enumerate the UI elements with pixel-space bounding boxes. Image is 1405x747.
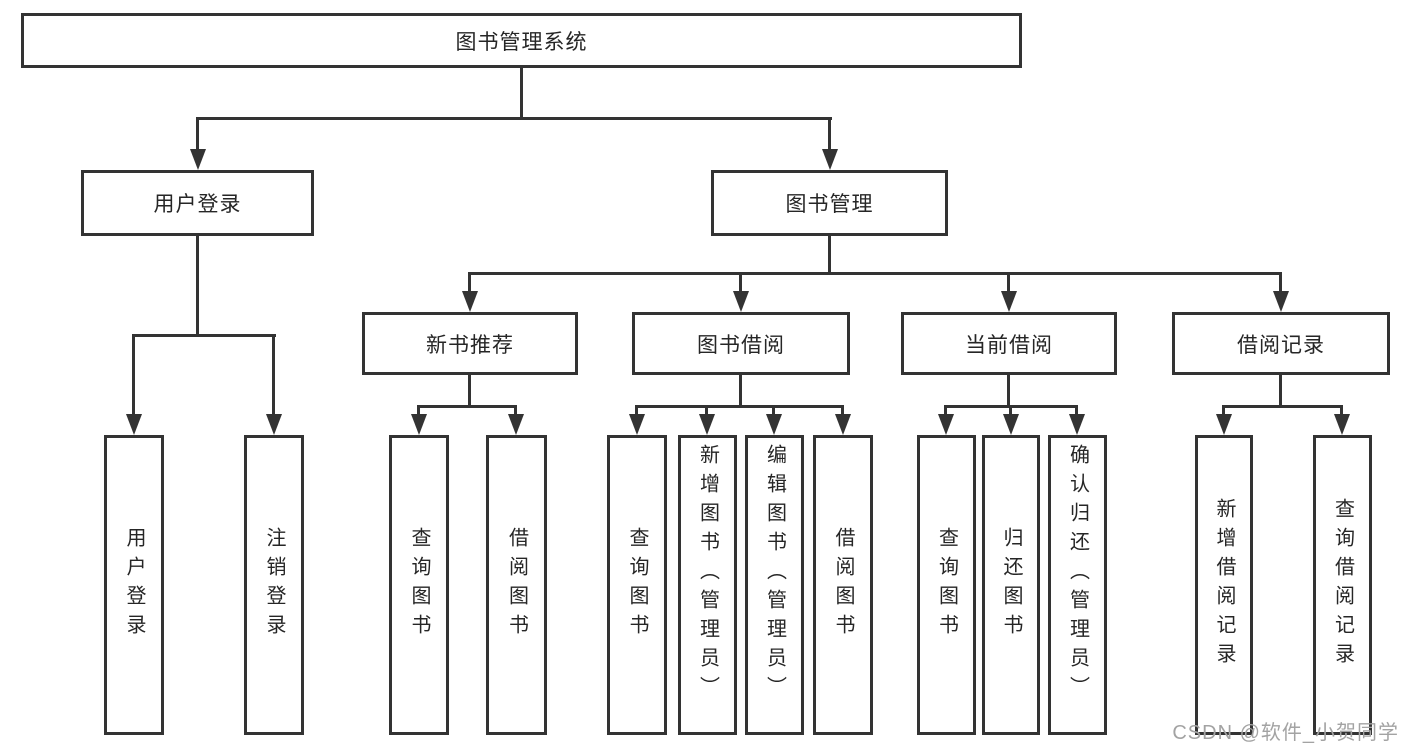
arrow-down-icon — [629, 414, 645, 435]
watermark-text: CSDN @软件_小贺同学 — [1172, 722, 1399, 744]
connector-line — [468, 375, 471, 407]
leaf-add-borrow-record-label: 新增借阅记录 — [1213, 498, 1235, 672]
box-current-borrowing-label: 当前借阅 — [965, 333, 1053, 357]
box-book-management: 图书管理 — [711, 170, 948, 236]
box-user-login: 用户登录 — [81, 170, 314, 236]
leaf-add-borrow-record: 新增借阅记录 — [1195, 435, 1253, 735]
box-book-management-label: 图书管理 — [785, 193, 874, 216]
arrow-down-icon — [733, 291, 749, 312]
leaf-user-login: 用户登录 — [104, 435, 164, 735]
box-library-system: 图书管理系统 — [21, 13, 1022, 68]
leaf-query-books-recommend-label: 查询图书 — [408, 527, 430, 643]
connector-line — [828, 236, 831, 274]
leaf-query-books-borrowing-label: 查询图书 — [626, 527, 648, 643]
arrow-down-icon — [266, 414, 282, 435]
arrow-down-icon — [126, 414, 142, 435]
arrow-down-icon — [190, 149, 206, 170]
connector-line — [196, 117, 832, 120]
connector-line — [468, 272, 471, 293]
connector-line — [1007, 272, 1010, 293]
leaf-query-borrow-record: 查询借阅记录 — [1313, 435, 1372, 735]
box-user-login-label: 用户登录 — [153, 193, 242, 216]
connector-line — [1279, 272, 1282, 293]
box-current-borrowing: 当前借阅 — [901, 312, 1117, 375]
box-new-book-recommend-label: 新书推荐 — [426, 333, 514, 357]
connector-line — [772, 405, 775, 416]
connector-line — [514, 405, 517, 416]
leaf-query-books-recommend: 查询图书 — [389, 435, 449, 735]
connector-line — [417, 405, 420, 416]
arrow-down-icon — [1001, 291, 1017, 312]
connector-line — [1007, 375, 1010, 407]
connector-line — [944, 405, 947, 416]
leaf-edit-book-admin: 编辑图书（管理员） — [745, 435, 804, 735]
arrow-down-icon — [822, 149, 838, 170]
connector-line — [468, 272, 1282, 275]
leaf-add-book-admin-label: 新增图书（管理员） — [696, 444, 719, 705]
connector-line — [739, 272, 742, 293]
connector-line — [1222, 405, 1225, 416]
connector-line — [1009, 405, 1012, 416]
connector-line — [635, 405, 638, 416]
arrow-down-icon — [1273, 291, 1289, 312]
connector-line — [1075, 405, 1078, 416]
connector-line — [196, 236, 199, 336]
box-borrowing-records: 借阅记录 — [1172, 312, 1390, 375]
arrow-down-icon — [1216, 414, 1232, 435]
leaf-return-books: 归还图书 — [982, 435, 1040, 735]
leaf-add-book-admin: 新增图书（管理员） — [678, 435, 737, 735]
box-book-borrowing: 图书借阅 — [632, 312, 850, 375]
leaf-confirm-return-admin: 确认归还（管理员） — [1048, 435, 1107, 735]
connector-line — [520, 68, 523, 118]
arrow-down-icon — [1003, 414, 1019, 435]
connector-line — [705, 405, 708, 416]
arrow-down-icon — [508, 414, 524, 435]
connector-line — [132, 334, 276, 337]
leaf-query-books-borrowing: 查询图书 — [607, 435, 667, 735]
box-borrowing-records-label: 借阅记录 — [1237, 333, 1325, 357]
connector-line — [739, 375, 742, 407]
arrow-down-icon — [835, 414, 851, 435]
leaf-query-books-current: 查询图书 — [917, 435, 976, 735]
arrow-down-icon — [699, 414, 715, 435]
arrow-down-icon — [1069, 414, 1085, 435]
arrow-down-icon — [411, 414, 427, 435]
connector-line — [132, 334, 135, 416]
arrow-down-icon — [766, 414, 782, 435]
connector-line — [828, 117, 831, 151]
leaf-user-login-label: 用户登录 — [123, 527, 145, 643]
box-library-system-label: 图书管理系统 — [455, 30, 588, 54]
leaf-confirm-return-admin-label: 确认归还（管理员） — [1066, 444, 1089, 705]
arrow-down-icon — [1334, 414, 1350, 435]
connector-line — [841, 405, 844, 416]
leaf-borrow-books-recommend-label: 借阅图书 — [505, 527, 528, 643]
connector-line — [417, 405, 517, 408]
arrow-down-icon — [938, 414, 954, 435]
leaf-query-books-current-label: 查询图书 — [935, 527, 958, 643]
leaf-borrow-books-borrowing-label: 借阅图书 — [832, 527, 854, 643]
connector-line — [1279, 375, 1282, 407]
arrow-down-icon — [462, 291, 478, 312]
connector-line — [1222, 405, 1343, 408]
box-book-borrowing-label: 图书借阅 — [697, 333, 785, 357]
connector-line — [196, 117, 199, 151]
connector-line — [635, 405, 844, 408]
leaf-query-borrow-record-label: 查询借阅记录 — [1331, 498, 1354, 672]
box-new-book-recommend: 新书推荐 — [362, 312, 578, 375]
connector-line — [1340, 405, 1343, 416]
leaf-logout-label: 注销登录 — [263, 527, 285, 643]
leaf-edit-book-admin-label: 编辑图书（管理员） — [763, 444, 786, 705]
leaf-return-books-label: 归还图书 — [1000, 527, 1022, 643]
leaf-logout: 注销登录 — [244, 435, 304, 735]
leaf-borrow-books-recommend: 借阅图书 — [486, 435, 547, 735]
connector-line — [272, 334, 275, 416]
leaf-borrow-books-borrowing: 借阅图书 — [813, 435, 873, 735]
